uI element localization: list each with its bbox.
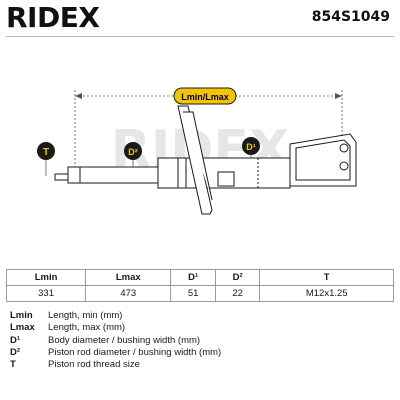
specs-table: Lmin Lmax D¹ D² T 331 473 51 22 M12x1.25 xyxy=(5,269,394,302)
specs-value-row: 331 473 51 22 M12x1.25 xyxy=(5,285,394,302)
header-lmin: Lmin xyxy=(5,269,87,286)
value-d2: 22 xyxy=(214,285,261,302)
legend-item: D² Piston rod diameter / bushing width (… xyxy=(10,347,221,359)
t-label: T xyxy=(43,147,49,158)
header-d1: D¹ xyxy=(170,269,216,286)
legend-key: Lmin xyxy=(10,310,33,321)
value-d1: 51 xyxy=(170,285,216,302)
t-badge xyxy=(37,142,55,160)
legend-key: D¹ xyxy=(10,334,21,346)
legend-desc: Length, min (mm) xyxy=(48,310,123,321)
legend-item: Lmin Length, min (mm) xyxy=(10,310,221,322)
d1-label: D¹ xyxy=(246,142,256,152)
part-number: 854S1049 xyxy=(311,9,390,25)
header-t: T xyxy=(259,269,394,286)
header-d2: D² xyxy=(214,269,261,286)
value-lmax: 473 xyxy=(85,285,172,302)
legend-key: D² xyxy=(10,346,21,358)
legend-item: T Piston rod thread size xyxy=(10,359,221,371)
legend-key: Lmax xyxy=(10,322,35,334)
d1-badge xyxy=(242,137,260,155)
legend: Lmin Length, min (mm) Lmax Length, max (… xyxy=(10,310,221,371)
legend-desc: Length, max (mm) xyxy=(48,322,126,334)
length-arrow-right xyxy=(335,93,342,99)
specs-header-row: Lmin Lmax D¹ D² T xyxy=(5,269,394,286)
value-lmin: 331 xyxy=(5,285,87,302)
d2-badge xyxy=(124,142,142,160)
shock-absorber-diagram: RIDEX Lmin/Lmax T D² xyxy=(37,87,357,215)
length-badge xyxy=(173,87,237,105)
legend-desc: Piston rod thread size xyxy=(48,359,140,371)
ridex-logo: RIDEX xyxy=(6,1,100,34)
spring-plate xyxy=(177,105,213,215)
legend-desc: Piston rod diameter / bushing width (mm) xyxy=(48,346,222,358)
legend-item: Lmax Length, max (mm) xyxy=(10,322,221,334)
value-t: M12x1.25 xyxy=(259,285,394,302)
bracket xyxy=(217,133,357,187)
length-arrow-left xyxy=(75,93,82,99)
d2-label: D² xyxy=(128,147,138,157)
piston-rod xyxy=(54,166,161,184)
header: RIDEX 854S1049 xyxy=(0,0,400,36)
header-lmax: Lmax xyxy=(85,269,172,286)
legend-key: T xyxy=(10,359,16,371)
length-label: Lmin/Lmax xyxy=(181,92,229,102)
header-divider xyxy=(6,36,394,37)
legend-item: D¹ Body diameter / bushing width (mm) xyxy=(10,335,221,347)
legend-desc: Body diameter / bushing width (mm) xyxy=(48,334,201,346)
